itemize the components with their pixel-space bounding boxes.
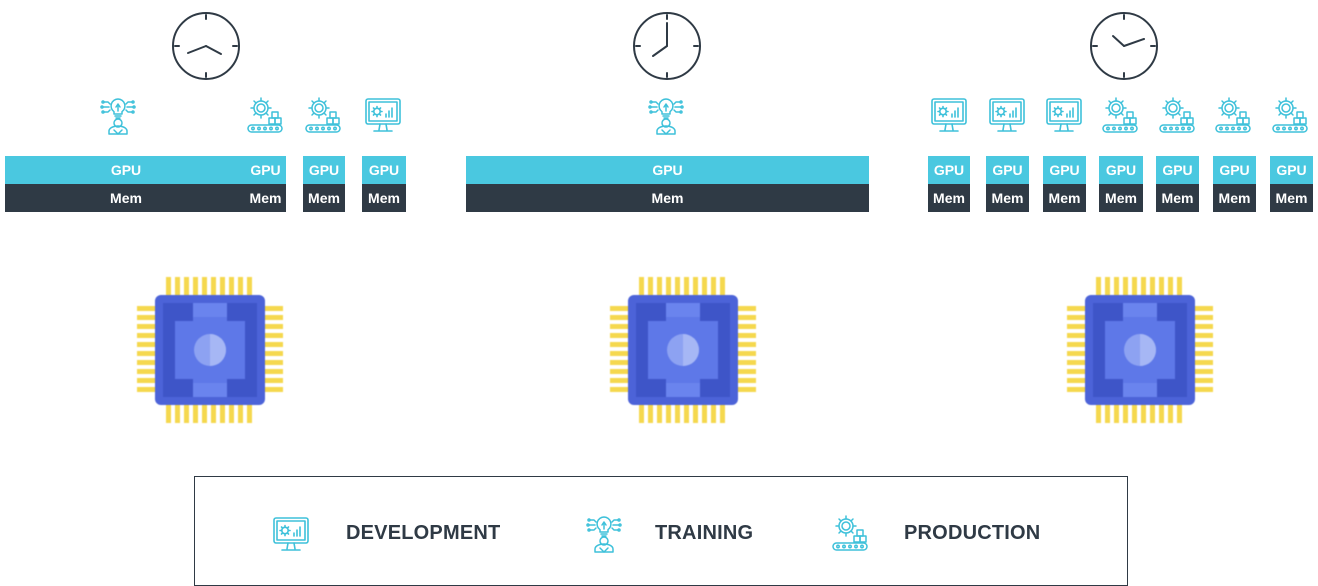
memory-block: Mem — [1270, 184, 1313, 212]
development-icon — [271, 515, 311, 555]
legend-training-label: TRAINING — [655, 522, 754, 544]
gpu-block: GPU — [986, 156, 1029, 184]
training-icon — [584, 514, 624, 554]
gpu-chip-icon — [135, 275, 285, 425]
memory-block: Mem — [5, 184, 247, 212]
production-icon — [1270, 96, 1310, 136]
legend: DEVELOPMENT TRAINING PRODUCTION — [194, 476, 1128, 586]
gpu-block: GPU — [928, 156, 970, 184]
legend-production-label: PRODUCTION — [904, 522, 1041, 544]
training-icon — [646, 96, 686, 136]
clock-icon — [172, 12, 240, 80]
gpu-chip-icon — [608, 275, 758, 425]
gpu-block: GPU — [466, 156, 869, 184]
gpu-block: GPU — [1099, 156, 1143, 184]
development-icon — [929, 96, 969, 136]
memory-block: Mem — [362, 184, 406, 212]
memory-block: Mem — [1156, 184, 1199, 212]
production-icon — [830, 514, 870, 554]
development-icon — [363, 96, 403, 136]
memory-block: Mem — [245, 184, 286, 212]
clock-icon — [1090, 12, 1158, 80]
production-icon — [245, 96, 285, 136]
gpu-block: GPU — [362, 156, 406, 184]
development-icon — [987, 96, 1027, 136]
gpu-block: GPU — [5, 156, 247, 184]
clock-icon — [633, 12, 701, 80]
training-icon — [98, 96, 138, 136]
memory-block: Mem — [928, 184, 970, 212]
memory-block: Mem — [1099, 184, 1143, 212]
gpu-chip-icon — [1065, 275, 1215, 425]
gpu-block: GPU — [1270, 156, 1313, 184]
memory-block: Mem — [1213, 184, 1256, 212]
memory-block: Mem — [466, 184, 869, 212]
gpu-block: GPU — [1043, 156, 1086, 184]
production-icon — [1213, 96, 1253, 136]
gpu-block: GPU — [1213, 156, 1256, 184]
production-icon — [1100, 96, 1140, 136]
gpu-block: GPU — [303, 156, 345, 184]
development-icon — [1044, 96, 1084, 136]
legend-development-label: DEVELOPMENT — [346, 522, 501, 544]
production-icon — [303, 96, 343, 136]
production-icon — [1157, 96, 1197, 136]
memory-block: Mem — [303, 184, 345, 212]
memory-block: Mem — [1043, 184, 1086, 212]
gpu-block: GPU — [245, 156, 286, 184]
memory-block: Mem — [986, 184, 1029, 212]
gpu-block: GPU — [1156, 156, 1199, 184]
